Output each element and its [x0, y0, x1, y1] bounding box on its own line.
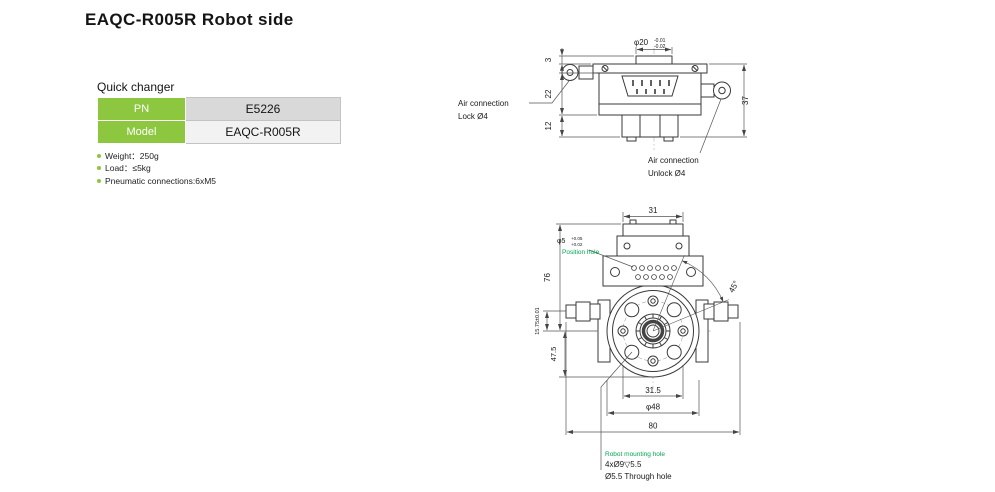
dim-12: 12 [544, 121, 553, 130]
dim-phi20-tol-lower: -0.02 [654, 44, 666, 50]
dim-3: 3 [544, 57, 553, 62]
mounting-hole-spec: 4xØ9▽5.5 [605, 460, 642, 469]
table-row-model: Model EAQC-R005R [97, 120, 341, 144]
model-value-cell: EAQC-R005R [185, 120, 341, 144]
spec-list: Weight：250g Load：≤5kg Pneumatic connecti… [97, 150, 341, 187]
dim-31: 31 [649, 206, 658, 215]
bullet-icon [97, 178, 101, 183]
front-view-drawing: 31 76 φ5 +0.05 +0.02 Position hole 15.75… [535, 206, 741, 481]
spec-text-pneumatic: Pneumatic connections:6xM5 [105, 175, 217, 186]
mounting-hole [624, 302, 640, 318]
front-view-leader-lines [588, 249, 634, 470]
dim-22: 22 [544, 89, 553, 98]
mounting-hole [666, 344, 682, 360]
left-air-fitting [589, 303, 601, 320]
dim-phi20-tol-upper: -0.01 [654, 38, 666, 44]
bullet-icon [97, 166, 101, 171]
front-view-pin-holes [631, 265, 677, 280]
dim-15-75: 15.75±0.01 [535, 307, 541, 335]
side-view-body [561, 55, 731, 142]
spec-table: PN E5226 Model EAQC-R005R [97, 97, 341, 144]
air-unlock-label-line2: Unlock Ø4 [648, 169, 686, 178]
side-view-labels: φ20 -0.01 -0.02 3 22 12 37 Air connectio… [458, 38, 750, 178]
dim-31-5: 31.5 [645, 386, 661, 395]
table-row-pn: PN E5226 [97, 97, 341, 121]
dim-80: 80 [649, 422, 658, 431]
dim-phi5-tol-upper: +0.05 [571, 236, 583, 241]
dim-phi5: φ5 [557, 238, 566, 245]
mounting-hole [666, 302, 682, 318]
position-hole-label: Position hole [562, 249, 600, 256]
dim-phi48: φ48 [646, 403, 661, 412]
side-view-connector-pins [632, 80, 670, 94]
air-unlock-label-line1: Air connection [648, 156, 699, 165]
spec-text-weight: Weight：250g [105, 151, 159, 161]
spec-item-weight: Weight：250g [97, 150, 341, 162]
side-view-dimensions [559, 47, 747, 138]
through-hole-label: Ø5.5 Through hole [605, 472, 672, 481]
dim-phi5-tol-lower: +0.02 [571, 242, 583, 247]
pn-value-cell: E5226 [185, 97, 341, 121]
section-heading: Quick changer [97, 80, 175, 94]
pn-label-cell: PN [97, 97, 186, 121]
spec-text-load: Load：≤5kg [105, 163, 151, 174]
side-view-drawing: φ20 -0.01 -0.02 3 22 12 37 Air connectio… [458, 38, 750, 178]
dim-phi20: φ20 [634, 38, 649, 47]
product-info-panel: Quick changer PN E5226 Model EAQC-R005R … [97, 80, 341, 187]
robot-mounting-hole-label: Robot mounting hole [605, 451, 665, 458]
bullet-icon [97, 154, 101, 159]
model-label-cell: Model [97, 120, 186, 144]
connector-cap [622, 223, 684, 237]
front-view-bolt-holes [617, 295, 689, 367]
page-title: EAQC-R005R Robot side [85, 10, 294, 29]
spec-item-load: Load：≤5kg [97, 162, 341, 174]
dim-37: 37 [741, 96, 750, 105]
spec-item-pneumatic: Pneumatic connections:6xM5 [97, 175, 341, 187]
air-lock-label-line1: Air connection [458, 99, 509, 108]
air-lock-label-line2: Lock Ø4 [458, 112, 488, 121]
dim-76: 76 [543, 273, 552, 282]
front-view-center-hub [635, 313, 671, 349]
dim-45deg: 45° [727, 279, 741, 294]
side-view-leader-lines [529, 80, 722, 154]
front-view-dimensions [543, 212, 741, 435]
dim-47-5: 47.5 [549, 347, 558, 362]
